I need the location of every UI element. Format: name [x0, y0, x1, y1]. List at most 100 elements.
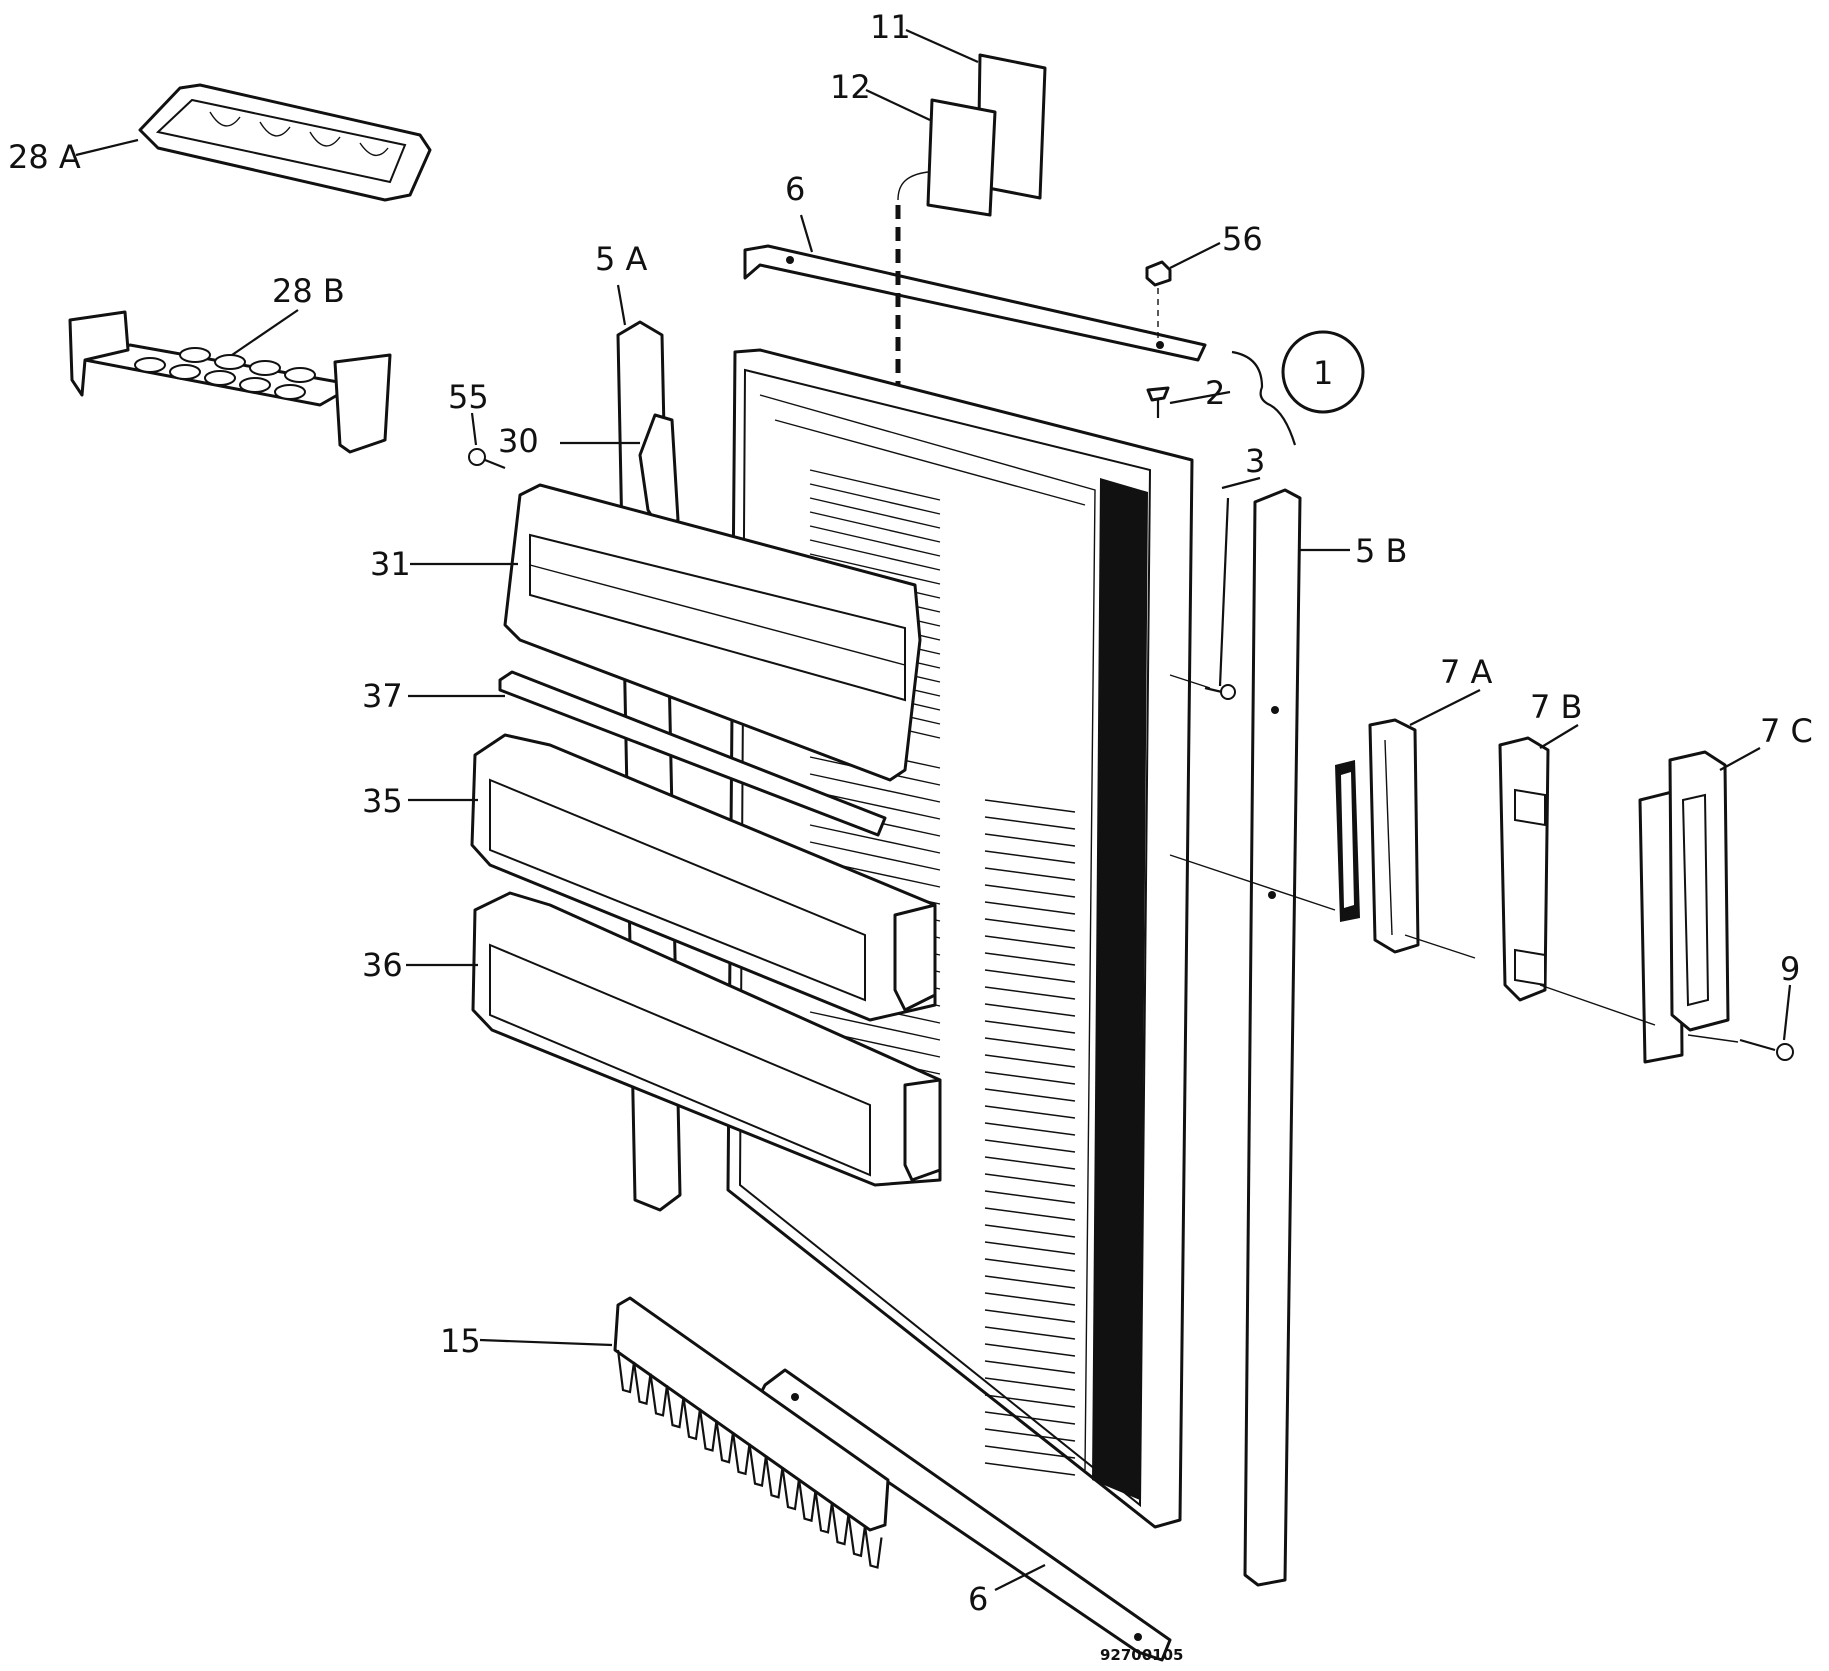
grille-slat [809, 841, 941, 871]
top-trim-strip [743, 244, 1207, 362]
grille-slat [984, 1156, 1076, 1170]
shelf-bracket-30 [638, 413, 680, 532]
egg-rack-28b [68, 310, 392, 454]
grille-slat [984, 1394, 1076, 1408]
grille-slat [984, 935, 1076, 949]
label-28a: 28 A [8, 138, 81, 176]
grille-slat [984, 901, 1076, 915]
label-3: 3 [1245, 442, 1265, 480]
label-6-top: 6 [785, 170, 805, 208]
grille-slat [984, 1139, 1076, 1153]
grille-slat [984, 1445, 1076, 1459]
screw-55 [468, 448, 506, 470]
egg-hole [274, 384, 306, 400]
label-37: 37 [362, 677, 403, 715]
door-shelf-31 [503, 483, 922, 782]
screw-9 [1739, 1038, 1794, 1061]
label-35: 35 [362, 782, 403, 820]
label-6-bottom: 6 [968, 1580, 988, 1618]
grille-slat [984, 1411, 1076, 1425]
strip-hole [791, 1393, 799, 1401]
grille-slat [984, 1071, 1076, 1085]
door-shelf-35 [470, 733, 937, 1022]
door-liner-grille [809, 469, 1076, 1476]
grille-slat [984, 986, 1076, 1000]
handle-7c [1638, 750, 1730, 1064]
egg-hole [214, 354, 246, 370]
label-31: 31 [370, 545, 411, 583]
grille-slat [984, 1309, 1076, 1323]
egg-hole [249, 360, 281, 376]
grille-slat [809, 483, 941, 515]
egg-hole [204, 370, 236, 386]
grille-slat [984, 1190, 1076, 1204]
label-7c: 7 C [1760, 712, 1813, 750]
grille-slat [984, 1020, 1076, 1034]
trim-strip-5b [1243, 488, 1302, 1587]
grille-slat [984, 1241, 1076, 1255]
strip-hole [786, 256, 794, 264]
grille-slat [809, 773, 941, 803]
grille-slat [984, 1105, 1076, 1119]
grille-slat [984, 1292, 1076, 1306]
grille-slat [984, 952, 1076, 966]
reference-number: 92700105 [1100, 1646, 1184, 1664]
label-28b: 28 B [272, 272, 345, 310]
label-1: 1 [1313, 354, 1333, 392]
grille-slat [984, 799, 1076, 813]
label-12: 12 [830, 68, 871, 106]
label-2: 2 [1205, 374, 1225, 412]
grille-slat [984, 1207, 1076, 1221]
label-5a: 5 A [595, 240, 648, 278]
egg-hole [179, 347, 211, 363]
grille-slat [984, 1088, 1076, 1102]
grille-slat [984, 867, 1076, 881]
label-30: 30 [498, 422, 539, 460]
label-15: 15 [440, 1322, 481, 1360]
screw-2 [1146, 386, 1170, 418]
grille-slat [809, 824, 941, 854]
egg-hole [169, 364, 201, 380]
grille-slat [984, 1037, 1076, 1051]
strip-hole [1271, 706, 1279, 714]
grille-slat [984, 1258, 1076, 1272]
grille-slat [984, 969, 1076, 983]
grille-slat [984, 918, 1076, 932]
grille-slat [984, 816, 1076, 830]
strip-hole [1156, 341, 1164, 349]
grille-slat [809, 525, 941, 557]
grille-slat [809, 539, 941, 571]
label-7b: 7 B [1530, 688, 1582, 726]
egg-hole [239, 377, 271, 393]
brace [1231, 350, 1297, 446]
grille-slat [984, 1003, 1076, 1017]
label-plate-12 [926, 98, 997, 217]
grille-slat [984, 1275, 1076, 1289]
grille-slat [984, 833, 1076, 847]
grille-slat [809, 1011, 941, 1041]
strip-hole [1134, 1633, 1142, 1641]
kick-grille-15 [613, 1296, 890, 1569]
label-9: 9 [1780, 950, 1800, 988]
grille-slat [984, 1428, 1076, 1442]
label-11: 11 [870, 8, 911, 46]
grille-slat [809, 497, 941, 529]
grille-slat [984, 1122, 1076, 1136]
label-36: 36 [362, 946, 403, 984]
egg-hole [284, 367, 316, 383]
grille-slat [984, 850, 1076, 864]
door-shelf-36 [471, 891, 942, 1187]
grille-slat [984, 1173, 1076, 1187]
grille-slat [984, 1377, 1076, 1391]
grille-slat [984, 1054, 1076, 1068]
grille-slat [809, 511, 941, 543]
part-labels: 11 12 6 56 5 A 28 A 28 B 55 30 2 1 3 5 B… [8, 8, 1813, 1664]
strip-hole [1268, 891, 1276, 899]
label-5b: 5 B [1355, 532, 1407, 570]
label-56: 56 [1222, 220, 1263, 258]
grille-slat [984, 1224, 1076, 1238]
handle-7a [1368, 718, 1420, 954]
leader-lines [75, 28, 1792, 1591]
grille-slat [984, 1343, 1076, 1357]
label-55: 55 [448, 378, 489, 416]
